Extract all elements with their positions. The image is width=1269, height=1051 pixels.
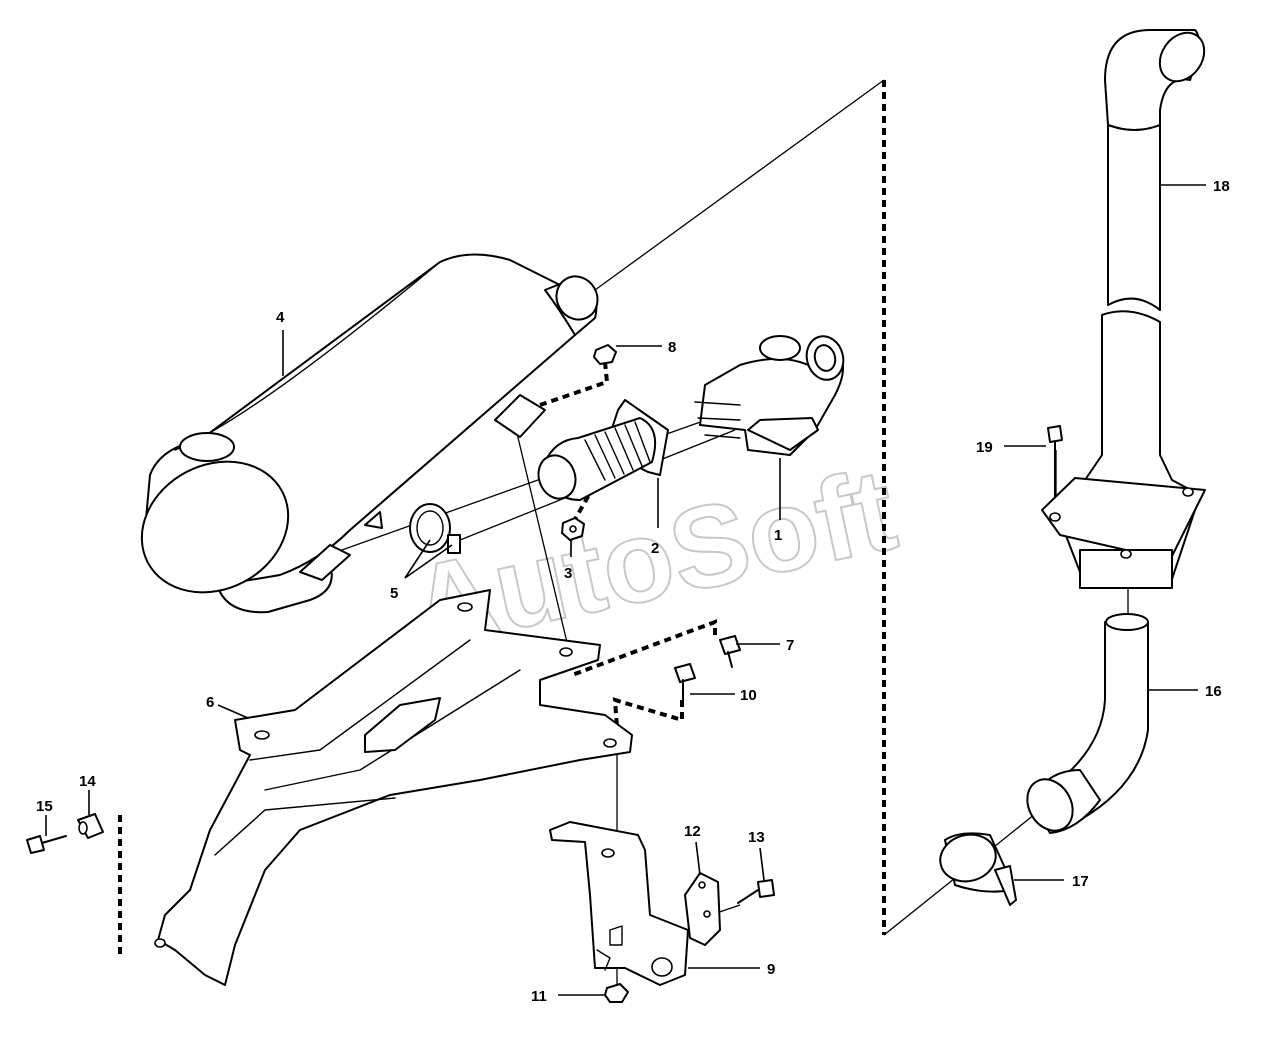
spacer-14 xyxy=(77,813,104,839)
callout-8-label: 8 xyxy=(668,339,676,356)
callout-7-label: 7 xyxy=(786,637,794,654)
turbo-adapter xyxy=(694,335,845,456)
callout-12: 12 xyxy=(684,823,701,876)
callout-14-label: 14 xyxy=(79,773,96,790)
callout-2: 2 xyxy=(651,478,659,557)
callout-3-label: 3 xyxy=(564,565,572,582)
callout-9: 9 xyxy=(688,961,775,978)
callout-10-label: 10 xyxy=(740,687,757,704)
callout-3: 3 xyxy=(564,540,572,582)
exhaust-stack xyxy=(1041,29,1206,589)
callout-8: 8 xyxy=(616,339,676,356)
callout-16: 16 xyxy=(1148,683,1222,700)
callout-19: 19 xyxy=(976,439,1046,456)
callout-15-label: 15 xyxy=(36,798,53,815)
callout-19-label: 19 xyxy=(976,439,993,456)
bolt-15 xyxy=(26,835,67,854)
callout-17: 17 xyxy=(1014,873,1089,890)
flex-bellows xyxy=(537,399,669,501)
pipe-clamp xyxy=(939,832,1017,906)
callout-4-label: 4 xyxy=(276,309,285,326)
callout-5: 5 xyxy=(390,539,453,602)
bolt-10 xyxy=(674,663,696,704)
callout-6-label: 6 xyxy=(206,694,214,711)
muffler xyxy=(140,253,599,614)
callout-17-label: 17 xyxy=(1072,873,1089,890)
callout-4: 4 xyxy=(276,309,285,376)
nuts xyxy=(561,344,617,541)
bolt-13 xyxy=(737,879,775,904)
callout-11: 11 xyxy=(531,988,605,1005)
callout-14: 14 xyxy=(79,773,96,815)
callout-5-label: 5 xyxy=(390,585,398,602)
callout-1-label: 1 xyxy=(774,527,782,544)
nut-11 xyxy=(604,983,629,1003)
elbow-pipe xyxy=(1026,613,1149,834)
callout-18-label: 18 xyxy=(1213,178,1230,195)
callout-13: 13 xyxy=(748,829,765,881)
bolt-19 xyxy=(1047,425,1063,501)
callout-16-label: 16 xyxy=(1205,683,1222,700)
callout-12-label: 12 xyxy=(684,823,701,840)
callout-1: 1 xyxy=(774,458,782,544)
callout-15: 15 xyxy=(36,798,53,836)
callout-18: 18 xyxy=(1160,178,1230,195)
bolt-7 xyxy=(719,635,741,668)
clamp xyxy=(409,503,461,554)
callout-2-label: 2 xyxy=(651,540,659,557)
plate xyxy=(684,872,721,946)
callout-13-label: 13 xyxy=(748,829,765,846)
callout-11-label: 11 xyxy=(531,988,547,1005)
lower-bracket xyxy=(549,821,689,986)
callout-10: 10 xyxy=(690,687,757,704)
callout-7: 7 xyxy=(736,637,794,654)
support-bracket xyxy=(154,589,633,986)
callout-6: 6 xyxy=(206,694,249,719)
callout-9-label: 9 xyxy=(767,961,775,978)
